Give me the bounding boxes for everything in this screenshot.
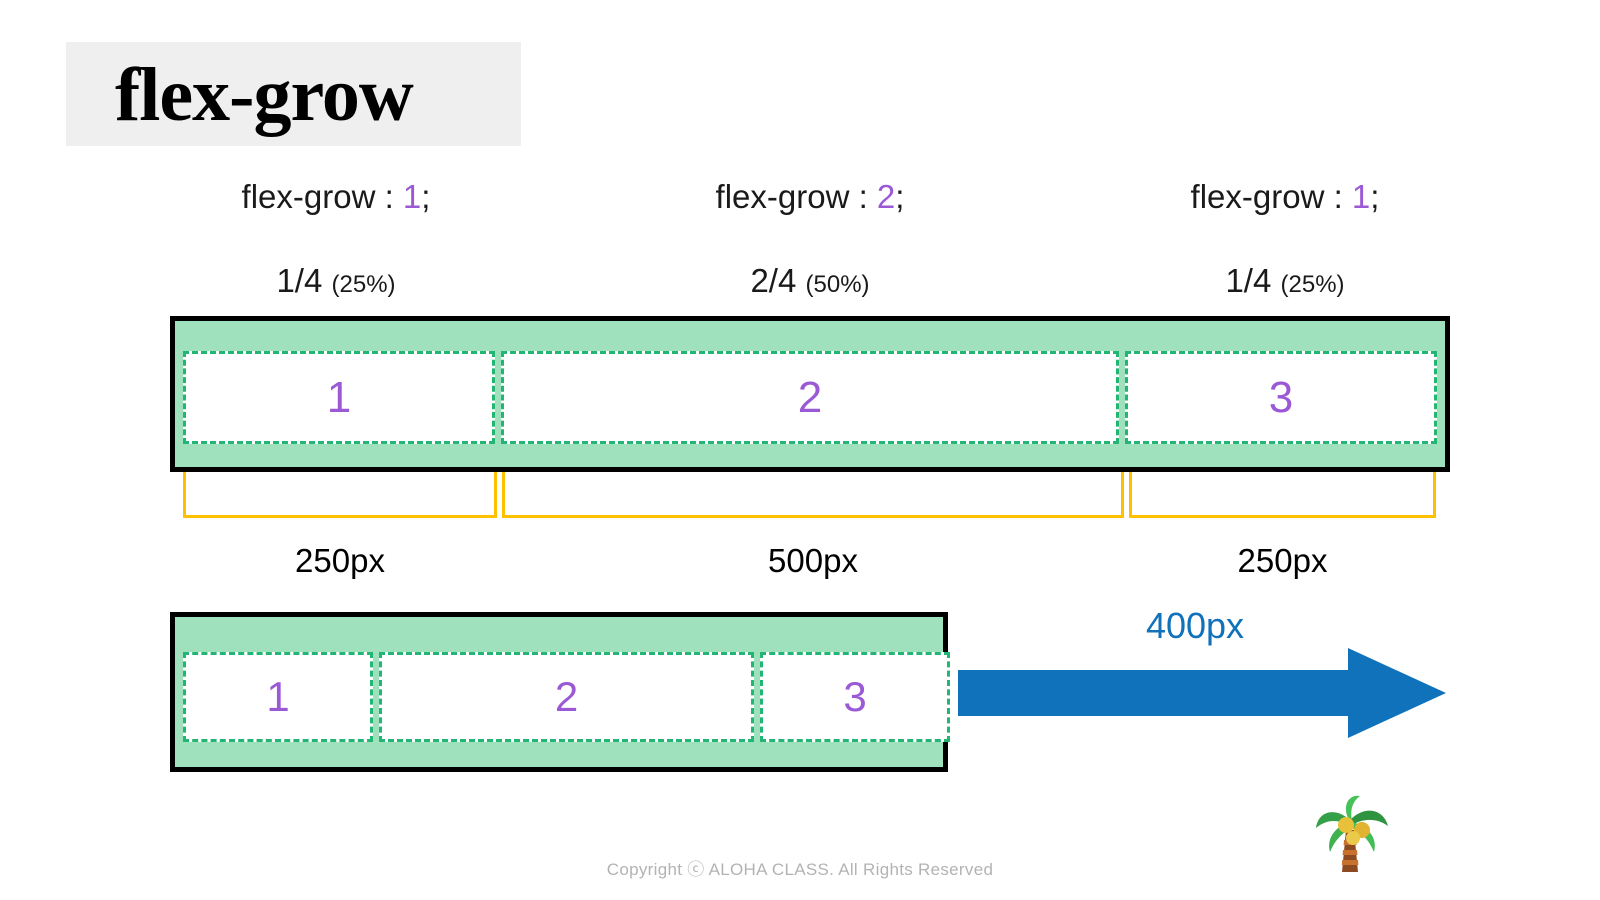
palm-tree-icon <box>1308 790 1396 874</box>
base-flex-container: 1 2 3 <box>170 612 950 772</box>
grown-flex-item-3[interactable]: 3 <box>1125 351 1437 444</box>
right-arrow-icon <box>958 648 1446 738</box>
declaration-label-1: flex-grow : 1; <box>156 178 516 216</box>
declaration-value-2: 2 <box>876 178 896 215</box>
declaration-label-2: flex-grow : 2; <box>630 178 990 216</box>
base-flex-item-3[interactable]: 3 <box>760 652 950 742</box>
fraction-label-2: 2/4 (50%) <box>630 262 990 300</box>
declaration-semicolon-2: ; <box>895 178 905 215</box>
declaration-value-3: 1 <box>1351 178 1371 215</box>
base-flex-item-label-3: 3 <box>843 673 867 720</box>
free-space-label: 400px <box>1145 605 1245 646</box>
grown-flex-item-label-1: 1 <box>326 372 352 422</box>
grown-flex-item-1[interactable]: 1 <box>183 351 495 444</box>
title-highlight-band <box>66 42 521 146</box>
base-flex-item-2[interactable]: 2 <box>379 652 754 742</box>
fraction-value-2: 2/4 <box>750 262 806 299</box>
fraction-value-1: 1/4 <box>276 262 332 299</box>
declaration-semicolon-1: ; <box>421 178 431 215</box>
fraction-label-3: 1/4 (25%) <box>1105 262 1465 300</box>
footer-copyright: Copyright ⓒ ALOHA CLASS. All Rights Rese… <box>606 860 994 879</box>
fraction-percent-1: (25%) <box>331 271 396 298</box>
base-flex-item-label-1: 1 <box>266 673 290 720</box>
fraction-label-1: 1/4 (25%) <box>156 262 516 300</box>
fraction-percent-3: (25%) <box>1280 271 1345 298</box>
grown-flex-container: 1 2 3 <box>170 316 1450 472</box>
grown-flex-item-label-3: 3 <box>1268 372 1294 422</box>
declaration-property-3: flex-grow : <box>1190 178 1352 215</box>
measure-label-3: 250px <box>1237 542 1328 579</box>
declaration-value-1: 1 <box>402 178 422 215</box>
measure-label-1: 250px <box>295 542 385 579</box>
declaration-property-1: flex-grow : <box>241 178 403 215</box>
fraction-value-3: 1/4 <box>1225 262 1281 299</box>
grown-flex-item-2[interactable]: 2 <box>501 351 1119 444</box>
measure-label-2: 500px <box>768 542 858 579</box>
fraction-percent-2: (50%) <box>805 271 870 298</box>
base-flex-item-label-2: 2 <box>554 673 579 720</box>
base-flex-item-1[interactable]: 1 <box>183 652 373 742</box>
base-items-row: 1 2 3 <box>175 652 950 742</box>
grown-items-row: 1 2 3 <box>175 351 1445 444</box>
declaration-label-3: flex-grow : 1; <box>1105 178 1465 216</box>
grown-flex-item-label-2: 2 <box>797 372 823 422</box>
page-title: flex-grow <box>115 53 414 137</box>
declaration-semicolon-3: ; <box>1370 178 1380 215</box>
declaration-property-2: flex-grow : <box>715 178 877 215</box>
